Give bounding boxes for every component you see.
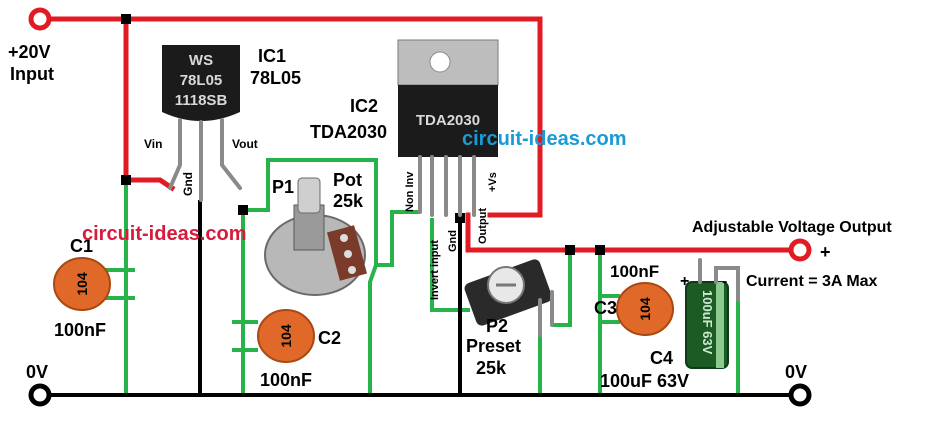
c4-plus: +	[680, 273, 689, 290]
ground-left-label: 0V	[26, 362, 48, 382]
c1-ref: C1	[70, 236, 93, 256]
c1-capacitor: 104	[53, 257, 111, 311]
output-current: Current = 3A Max	[746, 273, 878, 290]
ic1-pin-vin: Vin	[144, 137, 162, 151]
p2-value: 25k	[476, 358, 507, 378]
c3-value: 100nF	[610, 262, 659, 281]
c2-capacitor: 104	[257, 309, 315, 363]
ic1-body-line2: 78L05	[180, 72, 223, 89]
c1-code: 104	[74, 272, 90, 296]
ic2-pin-gnd: Gnd	[447, 230, 459, 252]
ground-rail	[40, 200, 800, 397]
ic1-regulator: WS 78L05 1118SB	[162, 45, 242, 202]
ic1-pin-vout: Vout	[232, 137, 258, 151]
output-plus: +	[820, 242, 831, 262]
p1-value: 25k	[333, 191, 364, 211]
signal-wires	[105, 158, 740, 395]
p2-preset	[464, 259, 554, 337]
c2-code: 104	[278, 324, 294, 348]
c1-value: 100nF	[54, 320, 106, 340]
p1-ref: P1	[272, 177, 294, 197]
supply-input-label: Input	[10, 64, 54, 84]
watermark-red: circuit-ideas.com	[82, 223, 247, 245]
ground-terminal-left	[28, 383, 52, 407]
p2-ref: P2	[486, 316, 508, 336]
ic1-pin-gnd: Gnd	[181, 172, 195, 196]
c4-minus: -	[722, 273, 727, 290]
output-terminal	[788, 238, 812, 262]
c4-electrolytic-capacitor: 100uF 63V	[685, 258, 740, 369]
c4-body-text: 100uF 63V	[700, 290, 715, 355]
junction-dots	[121, 14, 605, 255]
watermark-blue: circuit-ideas.com	[462, 128, 627, 150]
ic1-body-line3: 1118SB	[175, 92, 228, 109]
p1-type: Pot	[333, 170, 362, 190]
c3-ref: C3	[594, 298, 617, 318]
supply-voltage-label: +20V	[8, 42, 51, 62]
ic2-pin-noninv: Non Inv	[404, 171, 416, 212]
p2-type: Preset	[466, 336, 521, 356]
ic1-body-line1: WS	[189, 52, 213, 69]
c2-ref: C2	[318, 328, 341, 348]
input-terminal	[28, 7, 52, 31]
ic1-part: 78L05	[250, 68, 301, 88]
positive-rail	[37, 16, 803, 253]
ic2-pin-inv: Invert input	[429, 240, 441, 300]
ic1-ref: IC1	[258, 46, 286, 66]
ic2-pin-vs: +Vs	[487, 172, 499, 192]
ic2-amplifier: TDA2030	[397, 39, 499, 217]
ic2-pin-output: Output	[477, 208, 489, 244]
c3-code: 104	[637, 297, 653, 321]
c3-capacitor: 104	[616, 282, 674, 336]
ground-terminal-right	[788, 383, 812, 407]
c4-value: 100uF 63V	[600, 371, 689, 391]
ic2-ref: IC2	[350, 96, 378, 116]
ground-right-label: 0V	[785, 362, 807, 382]
output-label: Adjustable Voltage Output	[692, 219, 892, 236]
p1-potentiometer	[264, 177, 367, 296]
c4-ref: C4	[650, 348, 673, 368]
ic2-part: TDA2030	[310, 122, 387, 142]
ic2-body-text: TDA2030	[416, 112, 480, 129]
c2-value: 100nF	[260, 370, 312, 390]
